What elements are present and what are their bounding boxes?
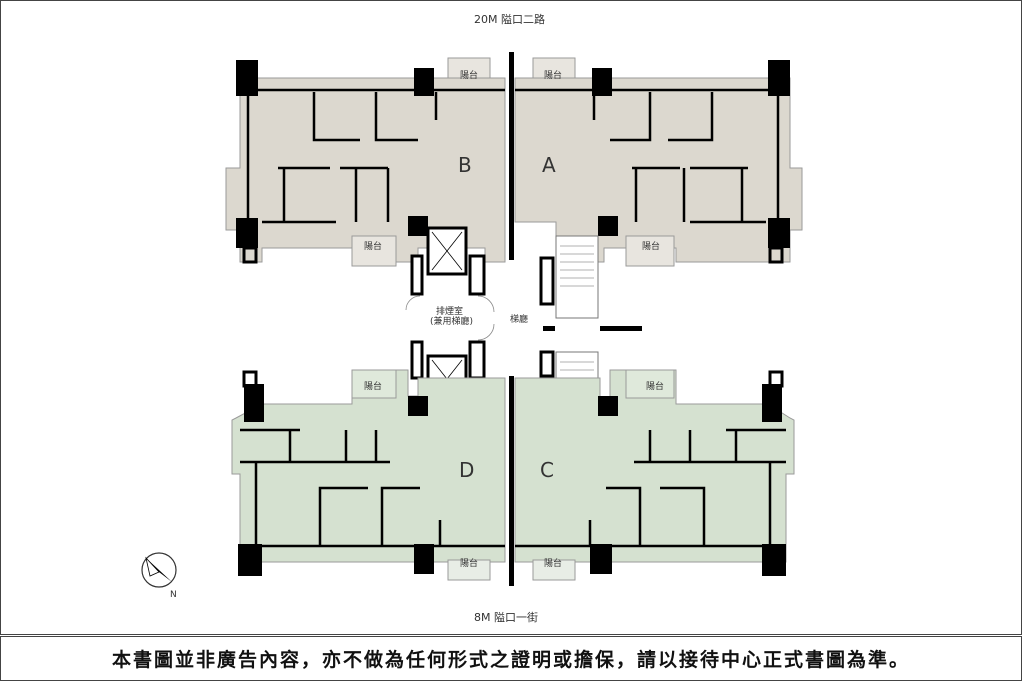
balcony-label: 陽台 — [544, 557, 562, 569]
balcony-label: 陽台 — [642, 240, 660, 252]
balcony-label: 陽台 — [646, 380, 664, 392]
balcony-label: 陽台 — [364, 240, 382, 252]
balcony-label: 陽台 — [460, 557, 478, 569]
unit-label-c: C — [540, 458, 554, 482]
compass-icon: N — [141, 552, 177, 600]
unit-label-a: A — [542, 153, 556, 177]
balcony-label: 陽台 — [460, 69, 478, 81]
plan-frame — [0, 0, 1022, 635]
smoke-room-label-2: (兼用梯廳) — [430, 315, 473, 327]
street-label-top: 20M 隘口二路 — [474, 13, 545, 26]
smoke-room-label-1: 排煙室 — [436, 305, 463, 317]
lobby-label: 梯廳 — [510, 313, 528, 325]
balcony-label: 陽台 — [544, 69, 562, 81]
lower-wing — [231, 369, 795, 586]
balcony-label: 陽台 — [364, 380, 382, 392]
floor-plan: 排煙室 (兼用梯廳) 梯廳 — [141, 52, 803, 600]
upper-wing — [225, 52, 803, 267]
unit-label-b: B — [458, 153, 472, 177]
disclaimer: 本書圖並非廣告內容，亦不做為任何形式之證明或擔保，請以接待中心正式書圖為準。 — [0, 636, 1022, 681]
unit-label-d: D — [459, 458, 474, 482]
street-label-bottom: 8M 隘口一街 — [474, 611, 538, 624]
compass-north-label: N — [170, 590, 177, 600]
